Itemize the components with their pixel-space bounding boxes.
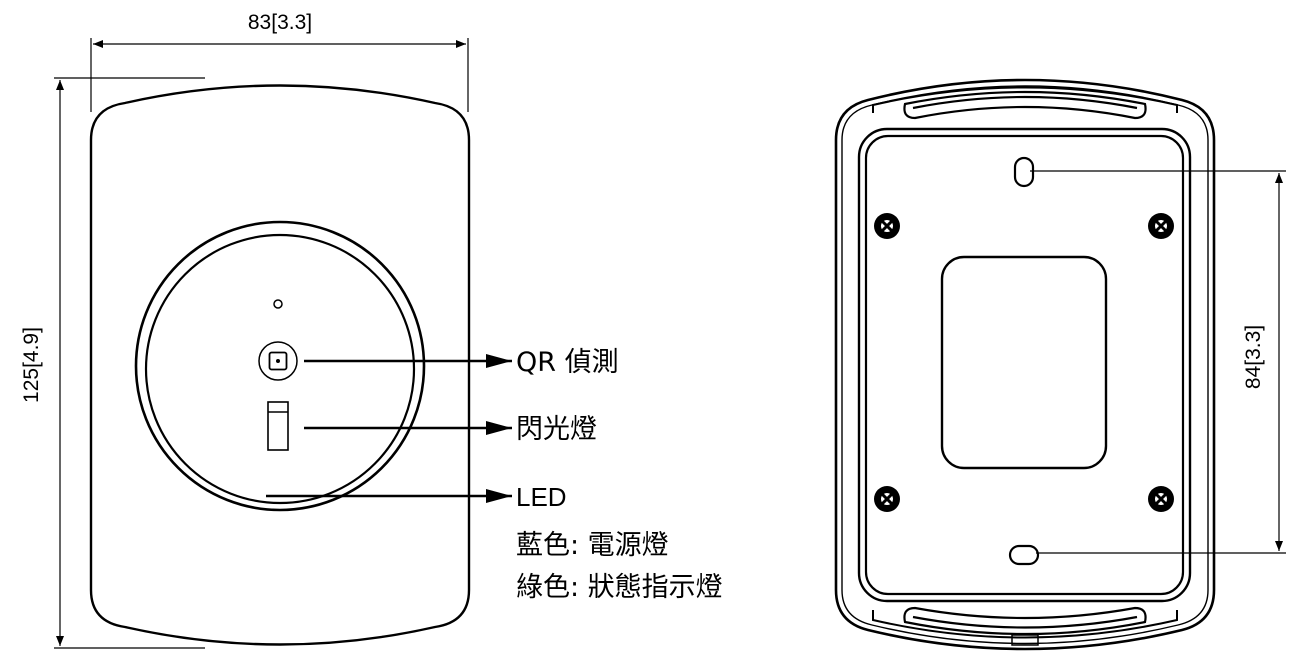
led-blue-description: 藍色: 電源燈 <box>516 530 669 561</box>
front-housing-outline <box>89 84 471 646</box>
hole-spacing-label: 84[3.3] <box>1242 325 1265 389</box>
screw-icon <box>874 486 900 512</box>
mounting-plate-outer <box>857 127 1192 603</box>
width-dimension-label: 83[3.3] <box>248 11 312 34</box>
reader-inner-ring <box>144 233 416 505</box>
screw-icon <box>1148 213 1174 239</box>
bottom-mounting-hole <box>1008 544 1040 566</box>
mounting-plate-inner <box>864 134 1185 596</box>
sensor-hole <box>273 299 283 309</box>
qr-callout-label: QR 偵測 <box>516 347 619 378</box>
qr-scanner <box>258 341 298 381</box>
screw-icon <box>874 213 900 239</box>
front-view: 83[3.3] 125[4.9] QR 偵測 閃光燈 LED 藍 <box>20 11 723 649</box>
bottom-clip <box>872 606 1178 646</box>
top-mounting-hole <box>1013 156 1035 188</box>
flash-callout-label: 閃光燈 <box>516 414 597 445</box>
height-dimension-label: 125[4.9] <box>20 327 43 403</box>
screw-icon <box>1148 486 1174 512</box>
back-view: 84[3.3] <box>834 78 1286 651</box>
back-housing-outline <box>834 78 1216 651</box>
height-dimension: 125[4.9] <box>20 77 205 649</box>
center-label-area <box>940 255 1108 470</box>
reader-outer-ring <box>134 220 426 512</box>
width-dimension: 83[3.3] <box>90 11 469 112</box>
led-callout-label: LED <box>516 482 567 512</box>
hole-spacing-dimension: 84[3.3] <box>1030 170 1286 554</box>
flash-light <box>267 401 289 451</box>
led-green-description: 綠色: 狀態指示燈 <box>516 572 723 603</box>
top-clip <box>872 86 1178 120</box>
